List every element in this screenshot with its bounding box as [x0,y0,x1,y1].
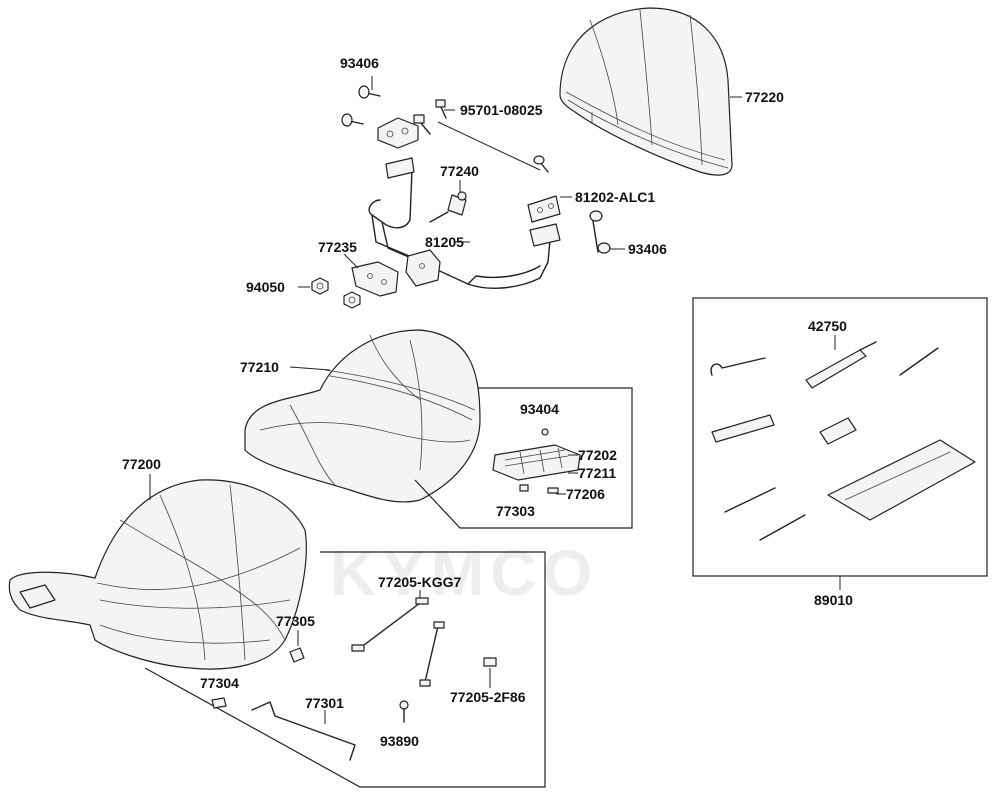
clip-77304 [211,697,227,709]
label-77303: 77303 [496,503,535,519]
label-93404: 93404 [520,401,559,417]
label-93890: 93890 [380,733,419,749]
bolt-93890 [399,700,409,723]
label-77240: 77240 [440,163,479,179]
label-77206: 77206 [566,486,605,502]
bolt-93406-top [341,85,381,127]
detail-box-passenger-seat [414,387,633,529]
label-77220: 77220 [745,89,784,105]
label-77235: 77235 [318,239,357,255]
nut-94050 [311,277,361,309]
cable-77205-kgg7 [351,597,445,687]
label-42750: 42750 [808,318,847,334]
rod-77301 [251,701,356,761]
backrest-part [559,7,733,176]
rider-seat-part [8,479,307,670]
bracket-81202 [527,155,561,223]
label-89010: 89010 [814,592,853,608]
label-77304: 77304 [200,675,239,691]
label-93406-right: 93406 [628,241,667,257]
label-94050: 94050 [246,279,285,295]
label-77205-2f86: 77205-2F86 [450,689,526,705]
label-93406-top: 93406 [340,55,379,71]
passenger-seat-part [244,329,481,503]
clip-77305 [289,647,305,663]
label-77211: 77211 [578,465,616,481]
grab-rail-part [368,157,561,289]
bolt-93406-right [589,210,611,254]
label-77210: 77210 [240,359,279,375]
label-95701: 95701-08025 [460,102,543,118]
label-81205: 81205 [425,234,464,250]
latch-part [351,249,441,297]
label-77200: 77200 [122,456,161,472]
part-77205-2f86 [483,657,497,667]
lock-cylinder-part [429,191,467,223]
detail-box-rider-seat [144,551,546,788]
label-77305: 77305 [276,613,315,629]
watermark-text: KYMCO [330,537,598,609]
label-81202: 81202-ALC1 [575,189,655,205]
mounting-bracket [377,117,419,149]
bolt-95701 [413,99,447,135]
seat-lock-plate [492,428,581,494]
label-77202: 77202 [578,447,617,463]
label-77301: 77301 [305,695,344,711]
tool-kit-contents [710,341,976,541]
label-77205-kgg7: 77205-KGG7 [378,574,461,590]
